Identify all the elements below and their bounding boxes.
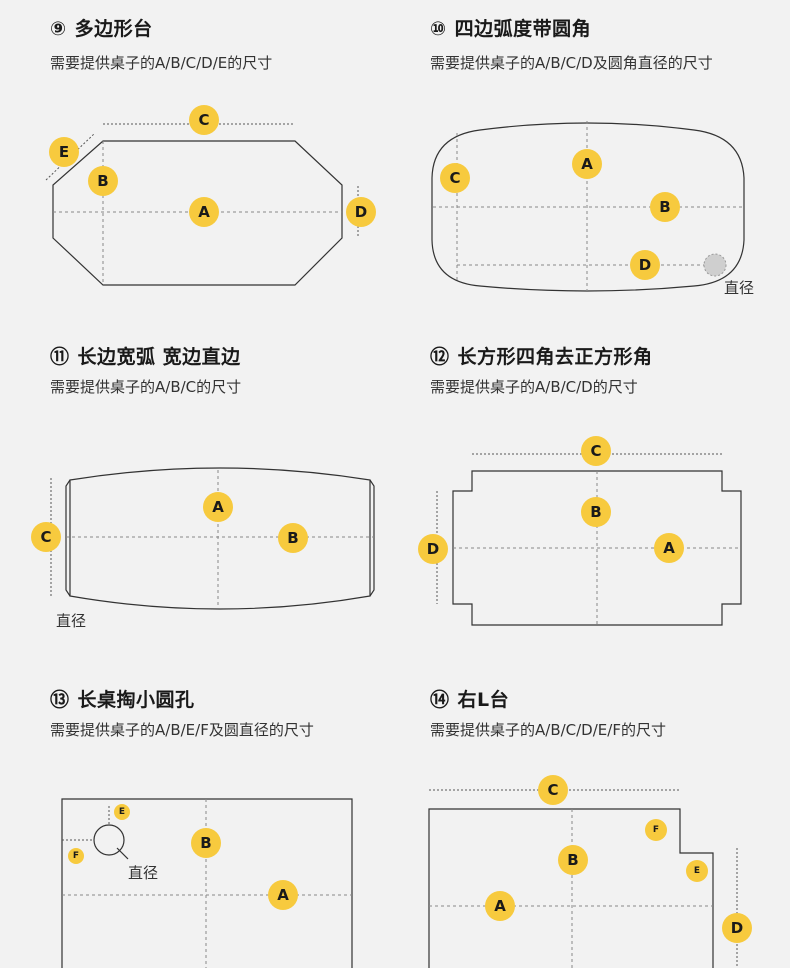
svg-text:C: C — [590, 442, 601, 460]
section-number: ⑭ — [430, 689, 450, 711]
svg-text:A: A — [581, 155, 593, 173]
badge-C: C — [31, 522, 61, 552]
svg-text:A: A — [663, 539, 675, 557]
badge-B: B — [650, 192, 680, 222]
section-title-text: 多边形台 — [74, 18, 153, 40]
section-title: ⑭ 右L台 — [430, 685, 509, 712]
svg-text:B: B — [659, 198, 670, 216]
section-description: 需要提供桌子的A/B/C/D/E的尺寸 — [50, 54, 273, 72]
svg-text:B: B — [590, 503, 601, 521]
section-number: ⑬ — [50, 689, 70, 711]
svg-text:D: D — [427, 540, 439, 558]
svg-text:C: C — [449, 169, 460, 187]
badge-A: A — [654, 533, 684, 563]
svg-text:C: C — [40, 528, 51, 546]
section-title-text: 四边弧度带圆角 — [454, 18, 592, 40]
badge-A: A — [268, 880, 298, 910]
section-title-text: 长边宽弧 宽边直边 — [77, 346, 241, 368]
badge-D: D — [722, 913, 752, 943]
section-right-l-table: ⑭ 右L台 需要提供桌子的A/B/C/D/E/F的尺寸 — [380, 675, 775, 968]
section-title-text: 右L台 — [457, 689, 510, 711]
svg-text:B: B — [567, 851, 578, 869]
hole-table-diagram: 直径 A B E F — [61, 798, 353, 968]
section-title: ⑨ 多边形台 — [50, 14, 153, 41]
section-description: 需要提供桌子的A/B/C/D/E/F的尺寸 — [430, 721, 666, 739]
badge-E: E — [49, 137, 79, 167]
badge-B: B — [558, 845, 588, 875]
section-title: ⑫ 长方形四角去正方形角 — [430, 342, 653, 369]
svg-text:D: D — [355, 203, 367, 221]
svg-text:B: B — [287, 529, 298, 547]
section-number: ⑨ — [50, 18, 67, 40]
section-long-table-hole: ⑬ 长桌掏小圆孔 需要提供桌子的A/B/E/F及圆直径的尺寸 — [0, 675, 395, 968]
svg-text:A: A — [198, 203, 210, 221]
polygon-diagram: A B C D E — [45, 105, 376, 286]
badge-E: E — [114, 804, 130, 820]
section-description: 需要提供桌子的A/B/C/D及圆角直径的尺寸 — [430, 54, 713, 72]
section-title: ⑩ 四边弧度带圆角 — [430, 14, 591, 41]
svg-text:B: B — [97, 172, 108, 190]
svg-text:E: E — [59, 143, 69, 161]
badge-B: B — [278, 523, 308, 553]
section-long-arc-table: ⑪ 长边宽弧 宽边直边 需要提供桌子的A/B/C的尺寸 — [0, 330, 395, 640]
badge-A: A — [485, 891, 515, 921]
badge-B: B — [191, 828, 221, 858]
section-title: ⑪ 长边宽弧 宽边直边 — [50, 342, 241, 369]
section-title-text: 长方形四角去正方形角 — [457, 346, 653, 368]
svg-text:C: C — [198, 111, 209, 129]
svg-text:A: A — [277, 886, 289, 904]
svg-text:A: A — [212, 498, 224, 516]
svg-text:A: A — [494, 897, 506, 915]
svg-text:F: F — [653, 825, 659, 835]
long-arc-diagram: 直径 A B C — [31, 467, 375, 630]
svg-text:E: E — [119, 807, 125, 817]
badge-F: F — [68, 848, 84, 864]
section-title-text: 长桌掏小圆孔 — [77, 689, 195, 711]
section-rounded-arc-table: ⑩ 四边弧度带圆角 需要提供桌子的A/B/C/D及圆角直径的尺寸 — [380, 0, 775, 300]
section-notched-rectangle-table: ⑫ 长方形四角去正方形角 需要提供桌子的A/B/C/D的尺寸 — [380, 330, 775, 640]
rounded-arc-diagram: 直径 A B C D — [431, 121, 754, 297]
section-title: ⑬ 长桌掏小圆孔 — [50, 685, 195, 712]
diameter-note: 直径 — [724, 279, 754, 297]
svg-text:D: D — [639, 256, 651, 274]
badge-C: C — [538, 775, 568, 805]
section-description: 需要提供桌子的A/B/E/F及圆直径的尺寸 — [50, 721, 314, 739]
badge-C: C — [189, 105, 219, 135]
svg-text:D: D — [731, 919, 743, 937]
badge-F: F — [645, 819, 667, 841]
svg-text:B: B — [200, 834, 211, 852]
section-number: ⑩ — [430, 18, 447, 40]
badge-B: B — [88, 166, 118, 196]
section-number: ⑫ — [430, 346, 450, 368]
badge-D: D — [418, 534, 448, 564]
section-polygon-table: ⑨ 多边形台 需要提供桌子的A/B/C/D/E的尺寸 — [0, 0, 395, 300]
section-description: 需要提供桌子的A/B/C/D的尺寸 — [430, 378, 638, 396]
badge-C: C — [581, 436, 611, 466]
diameter-note: 直径 — [56, 612, 86, 630]
badge-C: C — [440, 163, 470, 193]
svg-text:E: E — [694, 866, 700, 876]
svg-text:C: C — [547, 781, 558, 799]
diameter-note: 直径 — [128, 864, 158, 882]
badge-B: B — [581, 497, 611, 527]
badge-E: E — [686, 860, 708, 882]
section-number: ⑪ — [50, 346, 70, 368]
badge-D: D — [630, 250, 660, 280]
svg-text:F: F — [73, 851, 79, 861]
badge-A: A — [189, 197, 219, 227]
section-description: 需要提供桌子的A/B/C的尺寸 — [50, 378, 242, 396]
badge-A: A — [203, 492, 233, 522]
badge-A: A — [572, 149, 602, 179]
badge-D: D — [346, 197, 376, 227]
